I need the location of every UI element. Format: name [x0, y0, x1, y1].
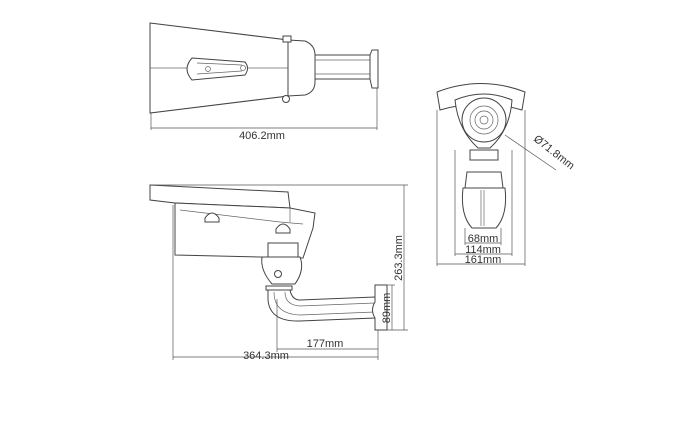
lens-ring — [461, 97, 507, 143]
height-label: 263.3mm — [393, 235, 405, 281]
lens-diameter-label: Ø71.8mm — [531, 133, 576, 172]
top-view: 406.2mm — [149, 22, 379, 142]
side-view: 263.3mm 89mm 177mm 364.3mm — [149, 184, 408, 362]
wall-plate — [369, 49, 379, 89]
arm-label: 177mm — [307, 338, 344, 350]
lens-leader-line — [504, 134, 557, 171]
front-view: Ø71.8mm 68mm 114mm 161mm — [436, 83, 577, 266]
bracket-arm — [267, 289, 376, 322]
mount-arm — [314, 54, 371, 80]
inner-width-label: 68mm — [468, 233, 499, 245]
plate-label: 89mm — [381, 293, 393, 324]
length-label: 406.2mm — [239, 130, 285, 142]
rear-cap — [287, 39, 316, 97]
depth-label: 364.3mm — [243, 350, 289, 362]
wall-plate — [372, 284, 388, 331]
mid-width-label: 114mm — [465, 244, 501, 256]
outer-width-label: 161mm — [465, 254, 502, 266]
